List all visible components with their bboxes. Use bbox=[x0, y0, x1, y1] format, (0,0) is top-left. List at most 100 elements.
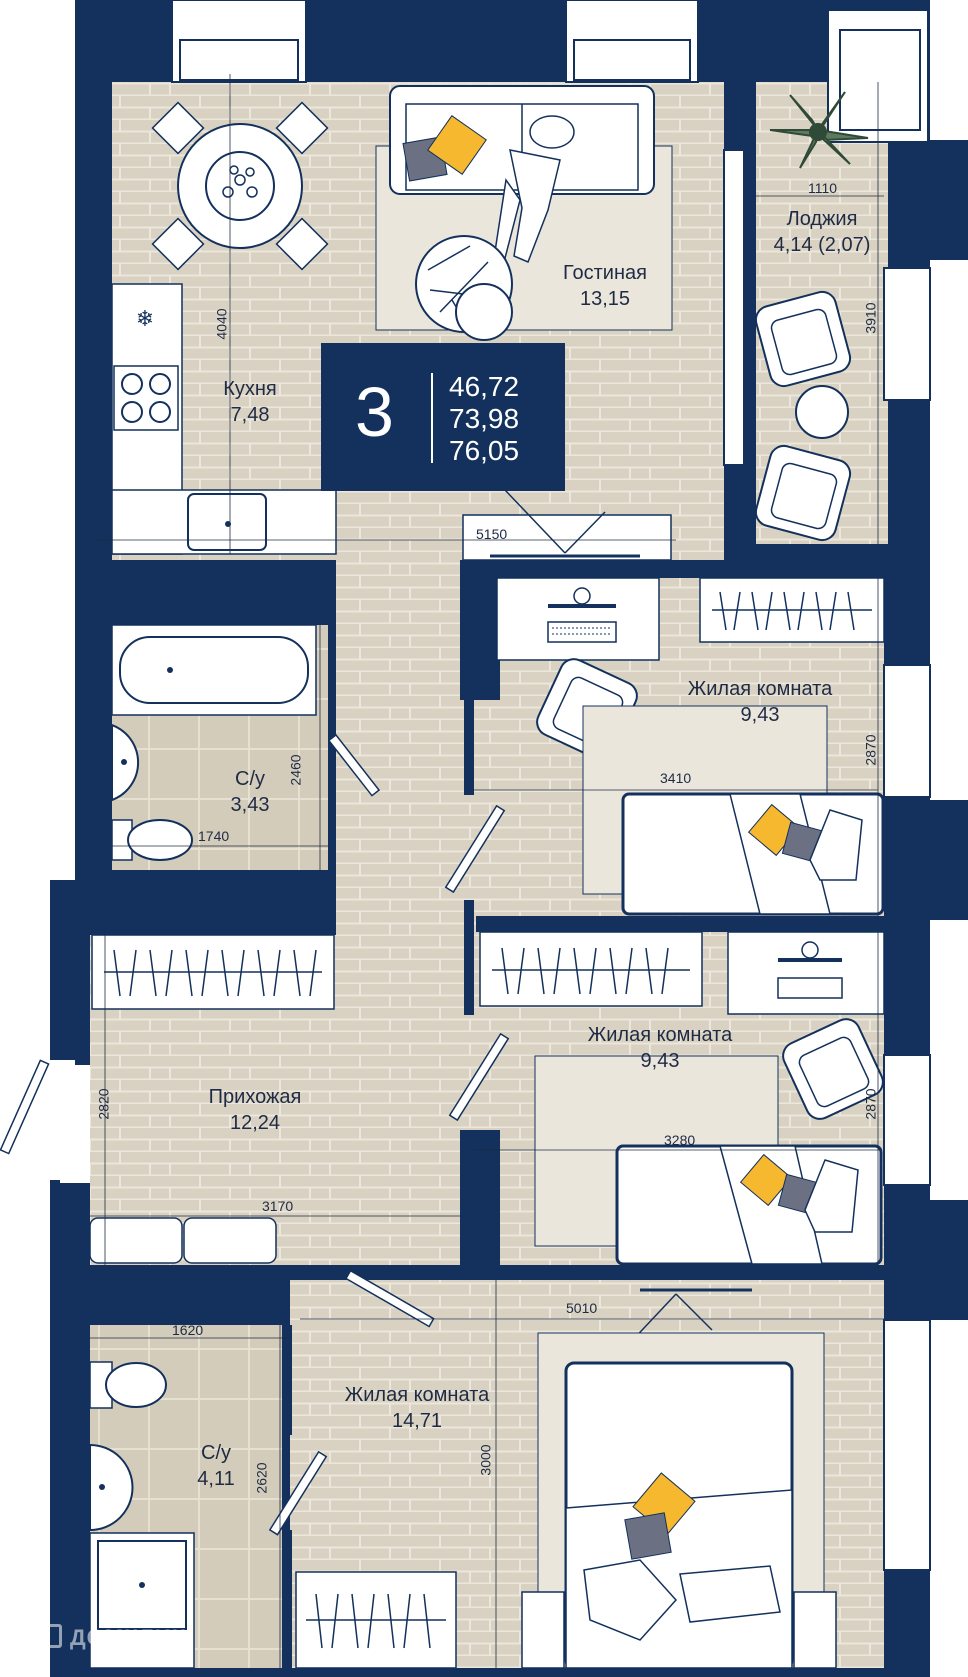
wardrobe-icon bbox=[91, 934, 335, 1010]
room-area: 12,24 bbox=[229, 1112, 281, 1134]
desk-icon bbox=[727, 931, 885, 1015]
room-label-bath1: С/у 3,43 bbox=[205, 766, 295, 818]
dim-bedroom1-depth: 2870 bbox=[862, 734, 879, 766]
door-bedroom3 bbox=[344, 1269, 435, 1328]
stove-icon bbox=[113, 365, 179, 431]
living-furniture bbox=[375, 85, 673, 561]
room-label-hallway: Прихожая 12,24 bbox=[180, 1084, 330, 1136]
room-label-kitchen: Кухня 7,48 bbox=[200, 376, 300, 428]
room-name: Жилая комната bbox=[587, 1024, 733, 1046]
dim-bedroom3-depth: 3000 bbox=[477, 1444, 494, 1476]
dim-bath2-depth: 2620 bbox=[253, 1462, 270, 1494]
washbasin-icon bbox=[89, 1443, 134, 1532]
bed-icon bbox=[521, 1361, 837, 1670]
dim-bedroom2-width: 3280 bbox=[664, 1132, 696, 1148]
room-name: Жилая комната bbox=[344, 1384, 490, 1406]
bedroom1-furniture bbox=[496, 577, 885, 916]
watermark-text: ДОМКЛИК bbox=[70, 1625, 187, 1650]
room-label-living: Гостиная 13,15 bbox=[540, 260, 670, 312]
wardrobe-icon bbox=[699, 577, 885, 643]
coffee-table-icon bbox=[415, 235, 513, 341]
apartment-summary: 3 46,72 73,98 76,05 bbox=[321, 343, 565, 491]
plant-icon bbox=[769, 91, 869, 169]
total-area: 73,98 bbox=[449, 403, 520, 434]
snowflake-icon: ❄ bbox=[136, 306, 154, 331]
bedroom2-furniture bbox=[479, 931, 885, 1266]
door-bath2 bbox=[268, 1450, 328, 1536]
room-name: Гостиная bbox=[563, 262, 647, 284]
dining-table-icon bbox=[151, 101, 329, 271]
dim-bath1-depth: 2460 bbox=[287, 754, 304, 786]
dim-bedroom2-depth: 2870 bbox=[862, 1088, 879, 1120]
room-area: 4,14 (2,07) bbox=[773, 234, 871, 256]
dim-living-width: 5150 bbox=[476, 526, 508, 542]
armchair-icon bbox=[754, 290, 852, 388]
bath1-fixtures bbox=[111, 624, 317, 861]
room-area: 14,71 bbox=[391, 1410, 443, 1432]
armchair-icon bbox=[754, 444, 852, 542]
dim-bedroom3-width: 5010 bbox=[566, 1300, 598, 1316]
bed-icon bbox=[621, 792, 885, 916]
dim-kitchen-depth: 4040 bbox=[213, 308, 230, 340]
toilet-icon bbox=[111, 819, 193, 861]
loggia-furniture bbox=[754, 91, 869, 542]
armchair-icon bbox=[782, 1018, 884, 1120]
watermark: ДОМКЛИК bbox=[38, 1624, 186, 1651]
person-icon bbox=[493, 115, 575, 264]
dim-bedroom1-width: 3410 bbox=[660, 770, 692, 786]
room-area: 13,15 bbox=[579, 288, 631, 310]
dim-loggia-width: 1110 bbox=[808, 180, 838, 196]
keyboard-icon bbox=[547, 621, 617, 643]
room-label-bedroom2: Жилая комната 9,43 bbox=[560, 1022, 760, 1074]
domclick-logo-icon bbox=[38, 1624, 62, 1648]
wardrobe-icon bbox=[295, 1571, 457, 1669]
door-bedroom1 bbox=[444, 804, 506, 894]
hallway-furniture bbox=[89, 934, 335, 1264]
dim-hall-width: 3170 bbox=[262, 1198, 294, 1214]
bathtub-icon bbox=[111, 624, 317, 716]
room-label-bedroom1: Жилая комната 9,43 bbox=[660, 676, 860, 728]
wardrobe-icon bbox=[479, 931, 703, 1007]
room-area: 4,11 bbox=[197, 1468, 235, 1490]
room-name: Лоджия bbox=[786, 208, 858, 230]
living-area: 46,72 bbox=[449, 371, 520, 402]
room-name: Жилая комната bbox=[687, 678, 833, 700]
side-table-icon bbox=[795, 385, 849, 439]
kitchen-furniture: ❄ bbox=[111, 101, 337, 555]
room-label-loggia: Лоджия 4,14 (2,07) bbox=[760, 206, 884, 258]
dim-loggia-length: 3910 bbox=[862, 302, 879, 334]
room-label-bath2: С/у 4,11 bbox=[176, 1440, 256, 1492]
room-name: С/у bbox=[235, 768, 265, 790]
shower-icon bbox=[89, 1532, 195, 1669]
window-bedroom1 bbox=[883, 664, 931, 798]
room-area: 9,43 bbox=[740, 704, 780, 726]
keyboard-icon bbox=[777, 977, 843, 999]
area-list: 46,72 73,98 76,05 bbox=[449, 371, 519, 467]
bed-icon bbox=[615, 1144, 883, 1266]
room-area: 3,43 bbox=[230, 794, 270, 816]
dim-bath1-width: 1740 bbox=[198, 828, 230, 844]
window-loggia-side bbox=[883, 267, 931, 401]
bedroom3-furniture bbox=[295, 1288, 837, 1670]
door-bath1 bbox=[327, 733, 381, 797]
window-loggia-inner bbox=[723, 149, 745, 466]
rooms-count: 3 bbox=[355, 373, 394, 451]
room-label-bedroom3: Жилая комната 14,71 bbox=[312, 1382, 522, 1434]
room-name: С/у bbox=[201, 1442, 231, 1464]
bath2-fixtures bbox=[89, 1361, 195, 1669]
room-area: 9,43 bbox=[640, 1050, 680, 1072]
window-exterior-left bbox=[60, 1065, 90, 1183]
toilet-icon bbox=[89, 1361, 167, 1409]
bench-icon bbox=[89, 1217, 277, 1264]
dim-bath2-width: 1620 bbox=[172, 1322, 204, 1338]
total-area-with-loggia: 76,05 bbox=[449, 435, 520, 466]
desk-icon bbox=[496, 577, 660, 661]
door-entrance bbox=[0, 1059, 50, 1155]
door-bedroom2 bbox=[448, 1032, 510, 1122]
summary-divider bbox=[431, 373, 433, 463]
washbasin-icon bbox=[111, 723, 139, 802]
room-name: Прихожая bbox=[208, 1086, 302, 1108]
room-area: 7,48 bbox=[230, 404, 270, 426]
dim-hall-depth: 2820 bbox=[95, 1088, 112, 1120]
tv-unit-icon bbox=[462, 489, 672, 561]
